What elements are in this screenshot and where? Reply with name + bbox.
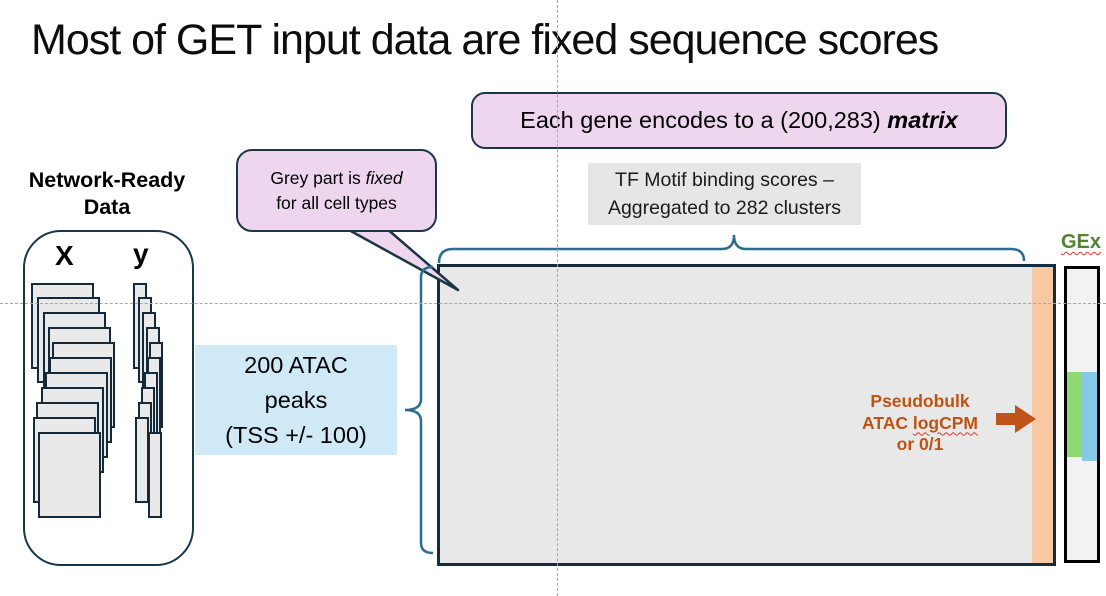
pseudobulk-label: Pseudobulk ATAC logCPM or 0/1 [845,391,995,456]
x-stack-header: X [55,240,74,271]
left-brace [404,265,434,555]
gex-green-segment [1067,372,1082,457]
top-brace [437,234,1026,264]
pseudobulk-line1: Pseudobulk [870,391,970,411]
gene-matrix-callout: Each gene encodes to a (200,283) matrix [471,92,1007,149]
pseudobulk-atac-column [1032,267,1053,563]
atac-peaks-line3: (TSS +/- 100) [225,421,367,448]
slide-title: Most of GET input data are fixed sequenc… [31,16,939,64]
bubble-line2: for all cell types [276,192,397,213]
network-ready-line2: Data [83,195,131,219]
pseudobulk-line2: ATAC logCPM [862,413,978,433]
gex-blue-segment [1082,372,1097,461]
bubble-line1-emphasis: fixed [365,167,403,188]
gene-matrix-emphasis: matrix [887,107,958,133]
bubble-line1: Grey part is fixed [270,166,402,191]
network-ready-heading: Network-Ready Data [8,167,206,221]
tf-motif-label: TF Motif binding scores – Aggregated to … [588,163,861,225]
bubble-line1-prefix: Grey part is [270,167,366,188]
gene-matrix-text: Each gene encodes to a (200,283) [520,107,888,133]
y-stacked-card [135,417,149,503]
gene-input-matrix [437,264,1056,566]
network-ready-line1: Network-Ready [28,168,186,192]
pseudobulk-line3: or 0/1 [896,434,944,454]
atac-peaks-line1: 200 ATAC [244,351,348,378]
tf-motif-line1: TF Motif binding scores – [615,169,834,191]
pseudobulk-line2-prefix: ATAC [861,412,913,433]
vertical-guide[interactable] [557,0,558,596]
atac-peaks-label: 200 ATAC peaks (TSS +/- 100) [195,345,397,455]
y-stacked-card [148,432,162,518]
x-stacked-card [38,432,101,518]
grey-fixed-bubble: Grey part is fixed for all cell types [236,149,437,232]
tf-motif-line2: Aggregated to 282 clusters [607,197,842,219]
atac-peaks-line2: peaks [264,386,328,413]
gex-column [1064,266,1100,563]
horizontal-guide[interactable] [0,303,1106,304]
y-stack-header: y [133,238,149,269]
pseudobulk-line2-word: logCPM [912,412,978,433]
gex-label: GEx [1061,231,1102,253]
